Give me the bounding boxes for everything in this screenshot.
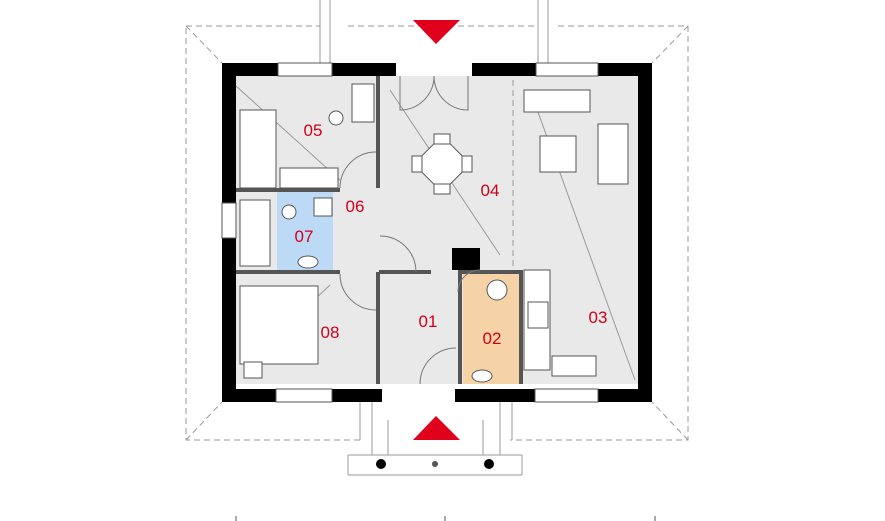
interior-walls xyxy=(236,76,523,384)
room-labels: 01 02 03 04 05 06 07 08 xyxy=(295,121,608,348)
room-label-06: 06 xyxy=(346,197,365,216)
room-label-08: 08 xyxy=(321,323,340,342)
porch xyxy=(347,402,523,476)
porch-column xyxy=(376,459,386,469)
outer-walls xyxy=(222,63,652,402)
porch-column xyxy=(484,459,494,469)
porch-column xyxy=(432,461,438,467)
room-label-03: 03 xyxy=(589,308,608,327)
room-label-04: 04 xyxy=(481,181,500,200)
windows xyxy=(221,62,599,403)
entrance-arrow-icon xyxy=(413,20,460,44)
dormer-lines xyxy=(319,0,549,63)
entrance-arrow-icon xyxy=(413,416,460,440)
scale-ticks xyxy=(235,516,656,521)
room-label-07: 07 xyxy=(295,227,314,246)
furniture xyxy=(239,83,629,383)
room-label-01: 01 xyxy=(419,312,438,331)
room-label-05: 05 xyxy=(304,121,323,140)
room-label-02: 02 xyxy=(483,329,502,348)
doors xyxy=(339,75,481,385)
